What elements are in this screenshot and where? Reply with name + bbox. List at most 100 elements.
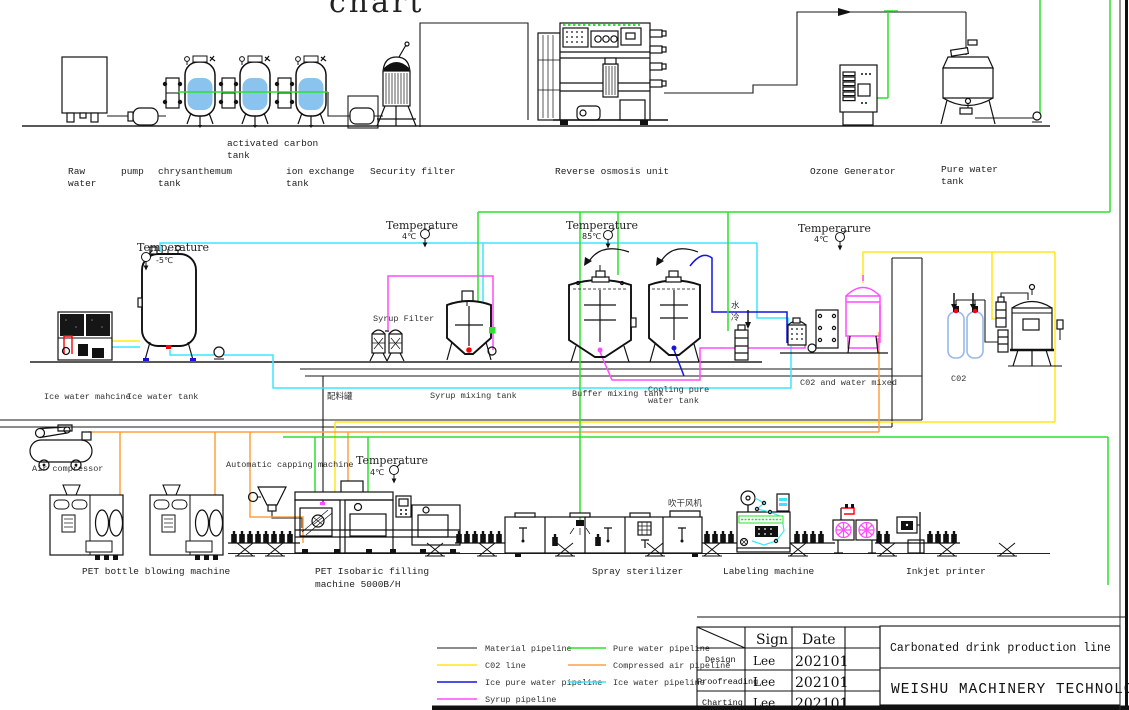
syrup-filter [369,329,405,362]
label-pet-blowing: PET bottle blowing machine [82,566,231,577]
temp-label: Temperature [566,219,638,232]
label-buffer-mixing-tank: Buffer mixing tank [572,389,664,399]
mixer-pump [807,343,817,353]
cooling-pure-water-tank [648,248,701,363]
pure-water-pipelines [283,0,1111,585]
temp-value: -5℃ [156,256,173,265]
title-block-sign: Lee [753,654,775,668]
legend-label: Compressed air pipeline [613,661,730,671]
drawing-title-partial: chart [329,0,424,20]
raw-water-box [61,56,108,123]
legend-label: Ice water pipeline [613,678,705,688]
syrup-pipelines [320,275,806,506]
title-block-role: Design [705,655,736,665]
co2-filter-column-1 [995,301,1007,328]
temp-value: 4℃ [402,232,416,241]
inkjet-printer [896,512,925,554]
label-water-cooling-1: 水 [731,300,740,311]
legend-label: C02 line [485,661,526,671]
temp-label: Temperature [356,454,428,467]
label-pump: pump [121,166,144,177]
label-co2-water-mixed: C02 and water mixed [800,378,897,388]
legend-label: Pure water pipeline [613,644,710,654]
valve-manifold-2 [218,77,239,109]
spray-sterilizer [504,510,703,557]
label-air-compressor: Air compressor [32,464,103,474]
title-block-role: Proofreading [697,677,758,687]
label-cooling-tank-2: water tank [648,396,699,406]
label-labeling-machine: Labeling machine [723,566,815,577]
temperature-markers: Temperature -5℃ Temperature 4℃ Temperatu… [137,219,871,484]
temp-value: 4℃ [370,468,384,477]
pipeline-legend: Material pipeline C02 line Ice pure wate… [437,644,730,705]
air-compressor [29,424,93,471]
equipment-labels: Raw water pump chrysanthemum tank activa… [32,138,998,590]
feed-pump [127,107,159,126]
title-block-product: Carbonated drink production line [890,642,1111,655]
legend-label: Ice pure water pipeline [485,678,602,688]
label-pure-water-tank-2: tank [941,176,964,187]
label-cooling-tank-1: Cooling pure [648,385,709,395]
labeling-machine [736,490,791,553]
label-activated-carbon-2: tank [227,150,250,161]
title-block-date-header: Date [802,632,835,648]
security-filter [376,41,417,127]
label-ice-water-machine: Ice water mahcine [44,392,131,402]
material-pipelines [0,8,1033,528]
drying-fans [832,504,878,554]
co2-cylinder-2 [966,311,984,359]
title-block-date: 202101 [795,675,848,691]
co2-buffer-tank [1008,283,1064,367]
label-chrysanthemum-2: tank [158,178,181,189]
co2-station [947,283,1064,367]
co2-pipelines [75,251,1056,498]
label-raw-water-2: water [68,178,97,189]
label-pet-filling-1: PET Isobaric filling [315,566,429,577]
ice-water-tank [137,245,225,361]
label-mixing-tank-cn: 配料罐 [327,391,353,402]
drawing-border [432,0,1129,710]
label-security-filter: Security filter [370,166,456,177]
water-cooling-column [734,310,751,361]
label-syrup-filter: Syrup Filter [373,314,434,324]
valve-manifold-1 [162,77,183,109]
booster-pump [349,107,375,125]
label-spray-sterilizer: Spray sterilizer [592,566,683,577]
temp-value: 85℃ [582,232,601,241]
title-block: Sign Date Design Lee 202101 Proofreading… [696,616,1129,710]
label-water-cooling-2: 冷 [731,312,740,323]
label-pure-water-tank-1: Pure water [941,164,998,175]
title-block-date: 202101 [795,654,848,670]
temp-label: Temperature [137,241,209,254]
temp-label: Temperarure [798,222,871,235]
ice-water-pipelines [112,242,792,389]
label-activated-carbon-1: activated carbon [227,138,318,149]
label-drying-fan-cn: 吹干风机 [668,498,703,509]
pet-filling-machine [294,480,461,554]
capping-machine [247,486,287,512]
label-co2: C02 [951,374,966,384]
reverse-osmosis-unit [537,22,668,125]
label-capping-machine: Automatic capping machine [226,460,354,470]
syrup-pump [487,346,497,356]
label-ion-exchange-1: ion exchange [286,166,355,177]
label-syrup-mixing-tank: Syrup mixing tank [430,391,517,401]
pet-blowing-machine-1 [49,484,124,561]
pure-water-tank [940,39,1042,125]
pet-blowing-machine-2 [149,484,224,561]
title-block-sign: Lee [753,675,775,689]
co2-water-mixer [780,275,888,354]
buffer-mixing-tank [568,248,637,363]
label-ion-exchange-2: tank [286,178,309,189]
label-reverse-osmosis: Reverse osmosis unit [555,166,669,177]
ice-water-machine [57,311,113,361]
valve-manifold-3 [274,77,295,109]
legend-label: Syrup pipeline [485,695,556,705]
label-pet-filling-2: machine 5000B/H [315,579,401,590]
label-raw-water-1: Raw [68,166,85,177]
label-inkjet-printer: Inkjet printer [906,566,986,577]
co2-cylinder-1 [947,311,965,359]
carbonation-tank [845,275,881,349]
title-block-company: WEISHU MACHINERY TECHNOLOGY [891,682,1129,698]
